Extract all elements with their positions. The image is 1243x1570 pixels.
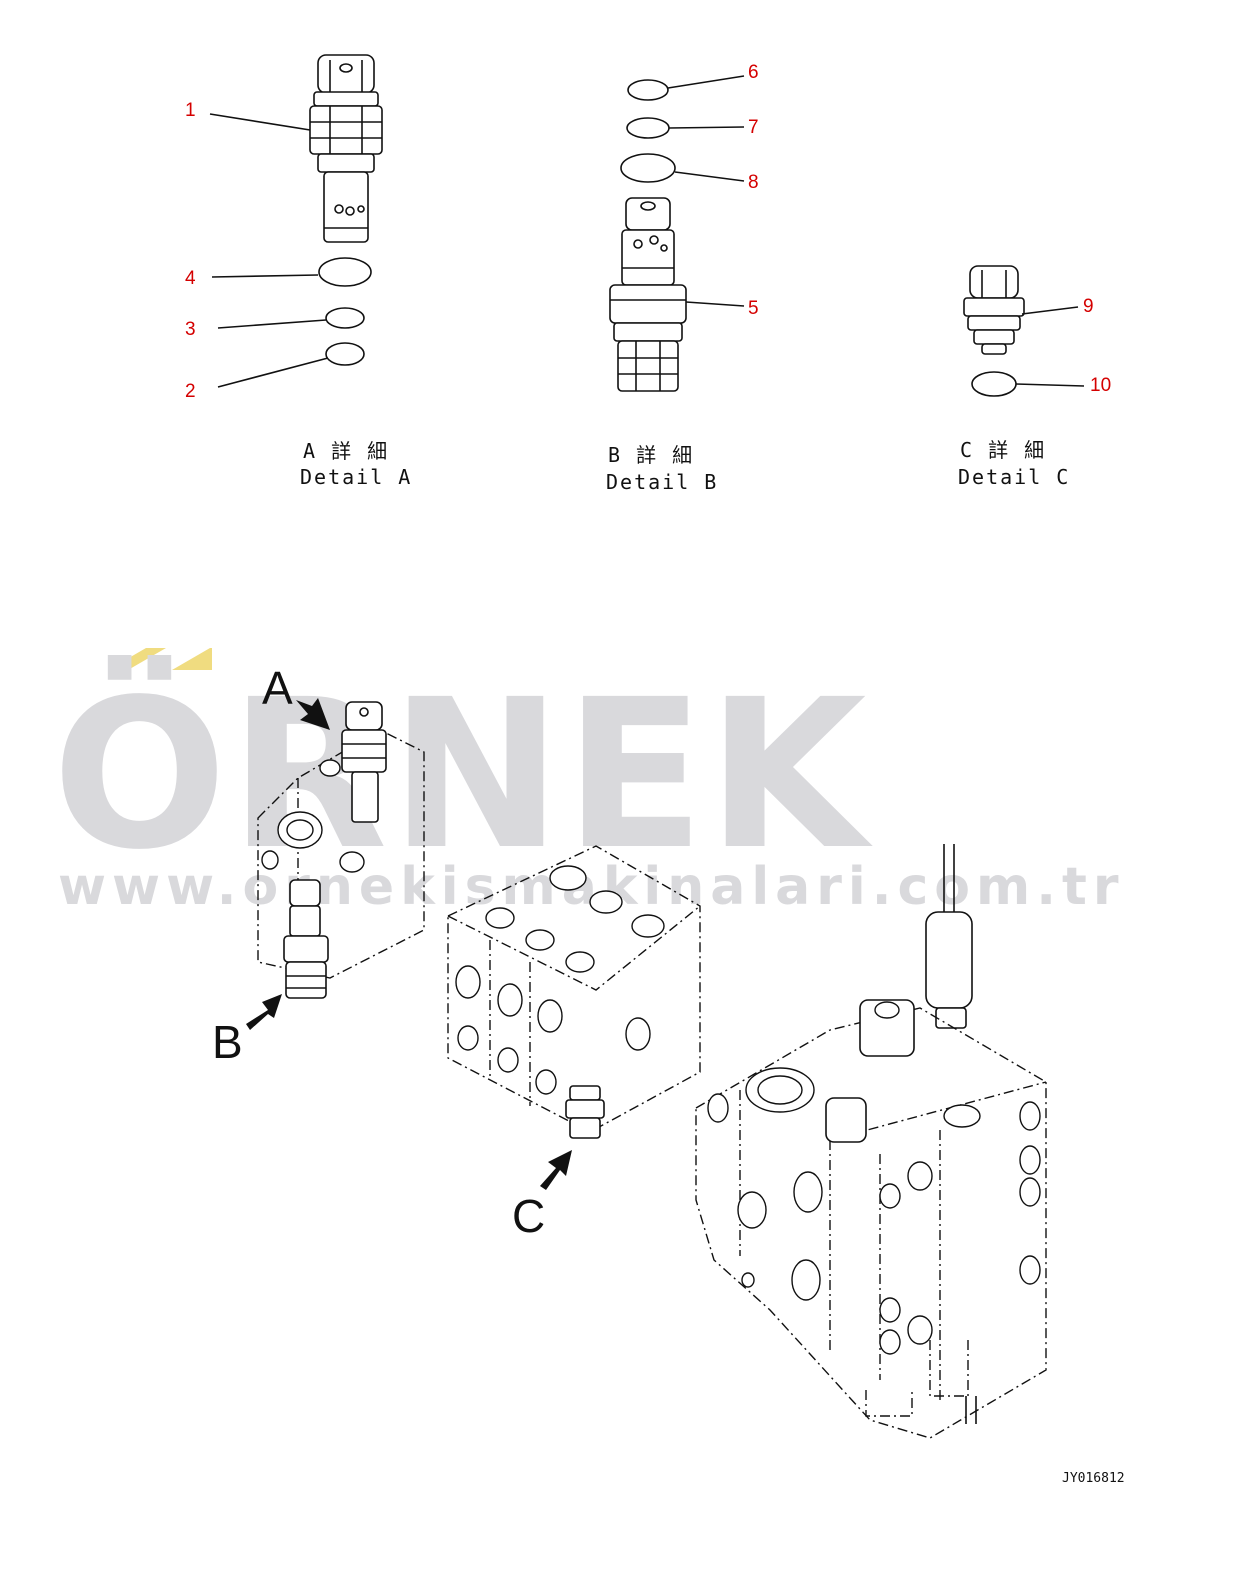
callout-4: 4 [185,268,196,289]
valve-a-installed [341,701,387,823]
view-label-a: A [262,662,293,714]
view-label-c: C [512,1190,545,1242]
detail-c-group: 9 10 C 詳 細 Detail C [958,265,1111,489]
o-ring-10 [971,371,1017,397]
watermark-accent-left [108,648,166,670]
detail-c-en: Detail C [958,465,1070,489]
leader-10 [1015,383,1085,387]
o-ring-2 [325,342,365,366]
backup-ring-3 [325,307,365,329]
backup-ring-7 [626,117,670,139]
plug-c-installed [565,1085,605,1139]
watermark-url: www.ornekismakinalari.com.tr [58,857,1124,917]
drawing-code: JY016812 [1062,1471,1125,1486]
callout-10: 10 [1090,375,1111,396]
detail-a-jp: A 詳 細 [303,439,389,463]
detail-a-group: 1 4 3 2 A 詳 細 Detail A [185,54,412,489]
callout-8: 8 [748,172,759,193]
detail-b-jp: B 詳 細 [608,443,694,467]
callout-5: 5 [748,298,759,319]
leader-4 [211,274,319,278]
watermark-accent-right [172,648,212,670]
valve-block-middle: C [447,845,701,1242]
plug-9 [963,265,1025,355]
callout-9: 9 [1083,296,1094,317]
view-label-b: B [212,1016,243,1068]
valve-block-left: A B [212,662,425,1068]
leader-7 [668,126,745,129]
callout-1: 1 [185,100,196,121]
valve-b-installed [283,879,329,999]
arrow-b [246,994,282,1030]
leader-8 [674,171,745,182]
o-ring-6 [627,79,669,101]
o-ring-8 [620,153,676,183]
callout-3: 3 [185,319,196,340]
leader-3 [217,319,327,329]
leader-5 [685,301,745,307]
leader-6 [667,75,745,89]
main-control-valve [695,844,1047,1439]
detail-b-en: Detail B [606,470,718,494]
leader-1 [209,113,311,131]
callout-7: 7 [748,117,759,138]
callout-2: 2 [185,381,196,402]
watermark: ÖRNEK www.ornekismakinalari.com.tr [52,648,1124,917]
leader-9 [1021,306,1079,315]
arrow-a [296,698,330,730]
detail-b-group: 6 7 8 5 B 詳 細 Detail B [606,62,759,494]
watermark-brand: ÖRNEK [52,654,873,895]
arrow-c [540,1150,572,1190]
leader-2 [217,357,329,388]
detail-c-jp: C 詳 細 [960,438,1046,462]
detail-a-en: Detail A [300,465,412,489]
valve-b [609,197,687,392]
relief-valve-a [309,54,383,243]
o-ring-4 [318,257,372,287]
callout-6: 6 [748,62,759,83]
